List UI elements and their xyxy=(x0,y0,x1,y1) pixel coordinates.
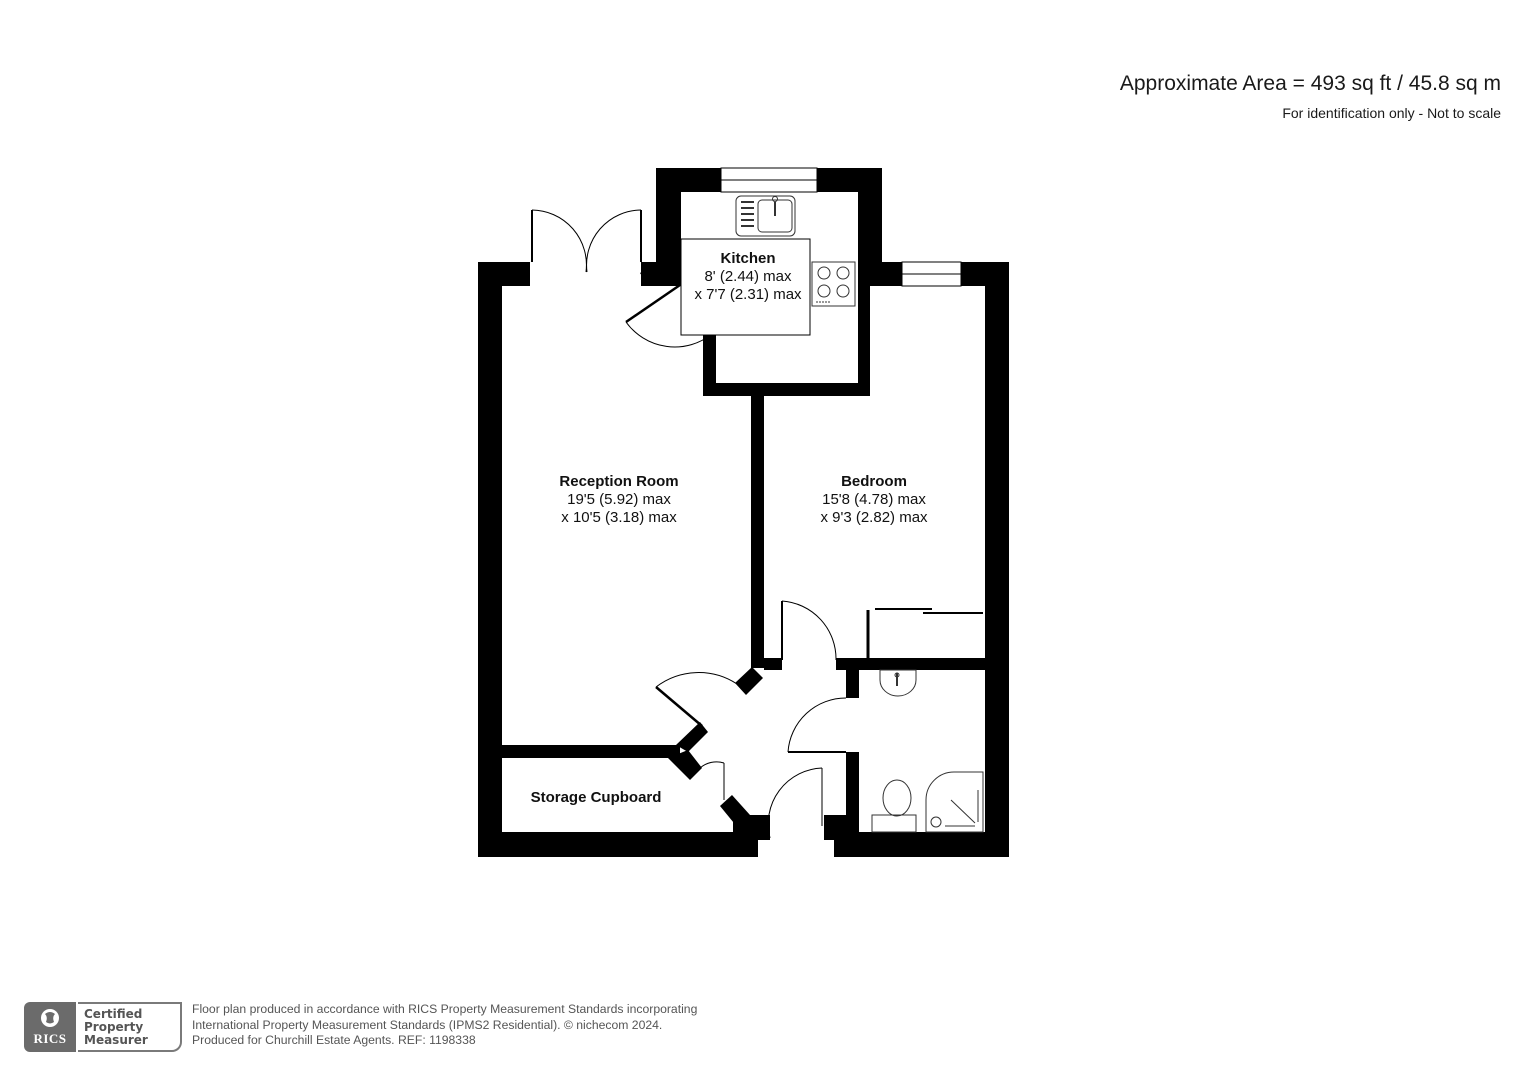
room-name: Kitchen xyxy=(720,250,776,267)
room-reception: Reception Room 19'5 (5.92) max x 10'5 (3… xyxy=(559,473,678,527)
room-bedroom: Bedroom 15'8 (4.78) max x 9'3 (2.82) max xyxy=(820,473,927,527)
room-dimension: x 9'3 (2.82) max xyxy=(820,509,928,526)
badge-line: Measurer xyxy=(84,1032,148,1047)
lion-icon xyxy=(41,1009,59,1027)
room-dimension: 15'8 (4.78) max xyxy=(822,491,926,508)
room-name: Reception Room xyxy=(559,473,679,490)
room-dimension: 19'5 (5.92) max xyxy=(567,491,671,508)
scale-disclaimer: For identification only - Not to scale xyxy=(1282,105,1501,121)
room-kitchen: Kitchen 8' (2.44) max x 7'7 (2.31) max xyxy=(694,250,801,304)
kitchen-counter xyxy=(680,238,811,336)
hob-icon xyxy=(811,261,856,307)
badge-line: Certified xyxy=(84,1006,143,1021)
doors xyxy=(531,209,847,839)
rics-logo: RICS xyxy=(24,1002,76,1052)
footer-line: International Property Measurement Stand… xyxy=(192,1017,663,1032)
basin-icon xyxy=(879,669,917,697)
walls xyxy=(478,168,1009,857)
approximate-area: Approximate Area = 493 sq ft / 45.8 sq m xyxy=(1119,72,1501,95)
certified-measurer-badge: Certified Property Measurer xyxy=(78,1002,182,1052)
sink-icon xyxy=(735,195,796,237)
wardrobe-icon xyxy=(866,608,983,658)
room-name: Storage Cupboard xyxy=(530,789,662,806)
shower-icon xyxy=(925,771,984,833)
room-name: Bedroom xyxy=(841,473,907,490)
room-dimension: 8' (2.44) max xyxy=(704,268,792,285)
footer-line: Floor plan produced in accordance with R… xyxy=(192,1002,698,1016)
footer: RICS Certified Property Measurer Floor p… xyxy=(24,1002,697,1054)
badge-line: Property xyxy=(84,1019,144,1034)
footer-line: Produced for Churchill Estate Agents. RE… xyxy=(192,1033,476,1047)
windows xyxy=(720,167,962,287)
room-storage: Storage Cupboard xyxy=(531,789,662,807)
room-dimension: x 7'7 (2.31) max xyxy=(694,286,802,303)
toilet-icon xyxy=(871,779,917,833)
room-dimension: x 10'5 (3.18) max xyxy=(561,509,677,526)
rics-text: RICS xyxy=(33,1031,67,1046)
footer-notes: Floor plan produced in accordance with R… xyxy=(192,1002,697,1049)
